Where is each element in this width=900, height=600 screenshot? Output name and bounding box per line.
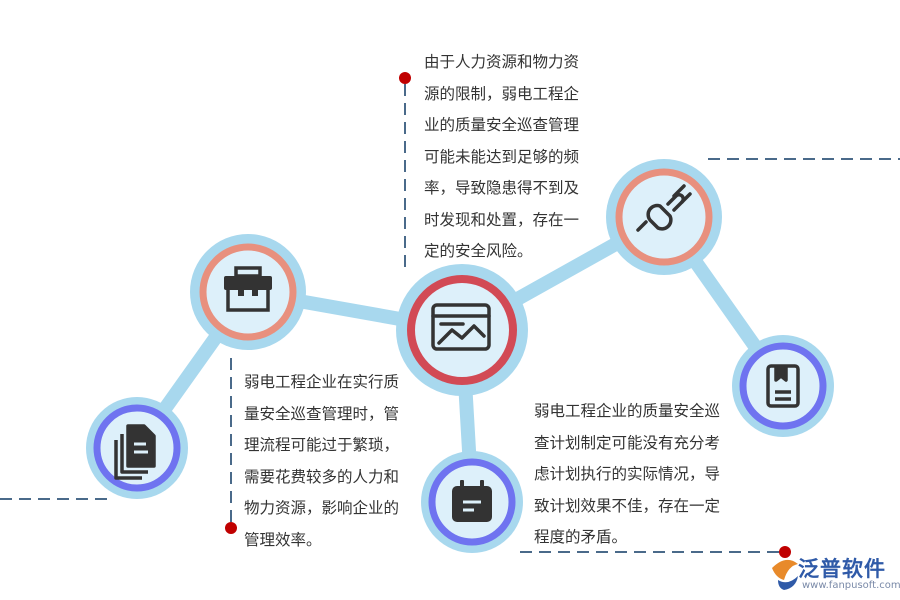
- node-toolbox: [190, 234, 306, 350]
- calendar-icon: [452, 480, 492, 522]
- dot-top: [399, 72, 411, 84]
- plug-icon: [636, 184, 692, 232]
- text-block-top: 由于人力资源和物力资 源的限制，弱电工程企 业的质量安全巡查管理 可能未能达到足…: [424, 53, 580, 260]
- chart-window-icon: [431, 303, 491, 351]
- text-block-left: 弱电工程企业在实行质 量安全巡查管理时，管 理流程可能过于繁琐， 需要花费较多的…: [244, 373, 400, 549]
- dot-bottom-right: [779, 546, 791, 558]
- node-chart-window: [396, 264, 528, 396]
- dot-left: [225, 522, 237, 534]
- text-block-right: 弱电工程企业的质量安全巡 查计划制定可能没有充分考 虑计划执行的实际情况，导 致…: [534, 402, 721, 546]
- logo-url: www.fanpusoft.com: [802, 580, 900, 591]
- dashed-guides: [0, 84, 900, 553]
- node-documents: [86, 397, 188, 499]
- toolbox-icon: [224, 266, 272, 312]
- logo-mark: [772, 559, 798, 590]
- node-calendar: [421, 451, 523, 553]
- node-bookmark: [732, 335, 834, 437]
- logo-name: 泛普软件: [798, 557, 886, 581]
- brand-logo: 泛普软件 www.fanpusoft.com: [768, 553, 900, 597]
- node-plug: [606, 159, 722, 275]
- anchor-dots: [225, 72, 791, 558]
- documents-icon: [114, 424, 156, 480]
- bookmark-icon: [766, 364, 800, 408]
